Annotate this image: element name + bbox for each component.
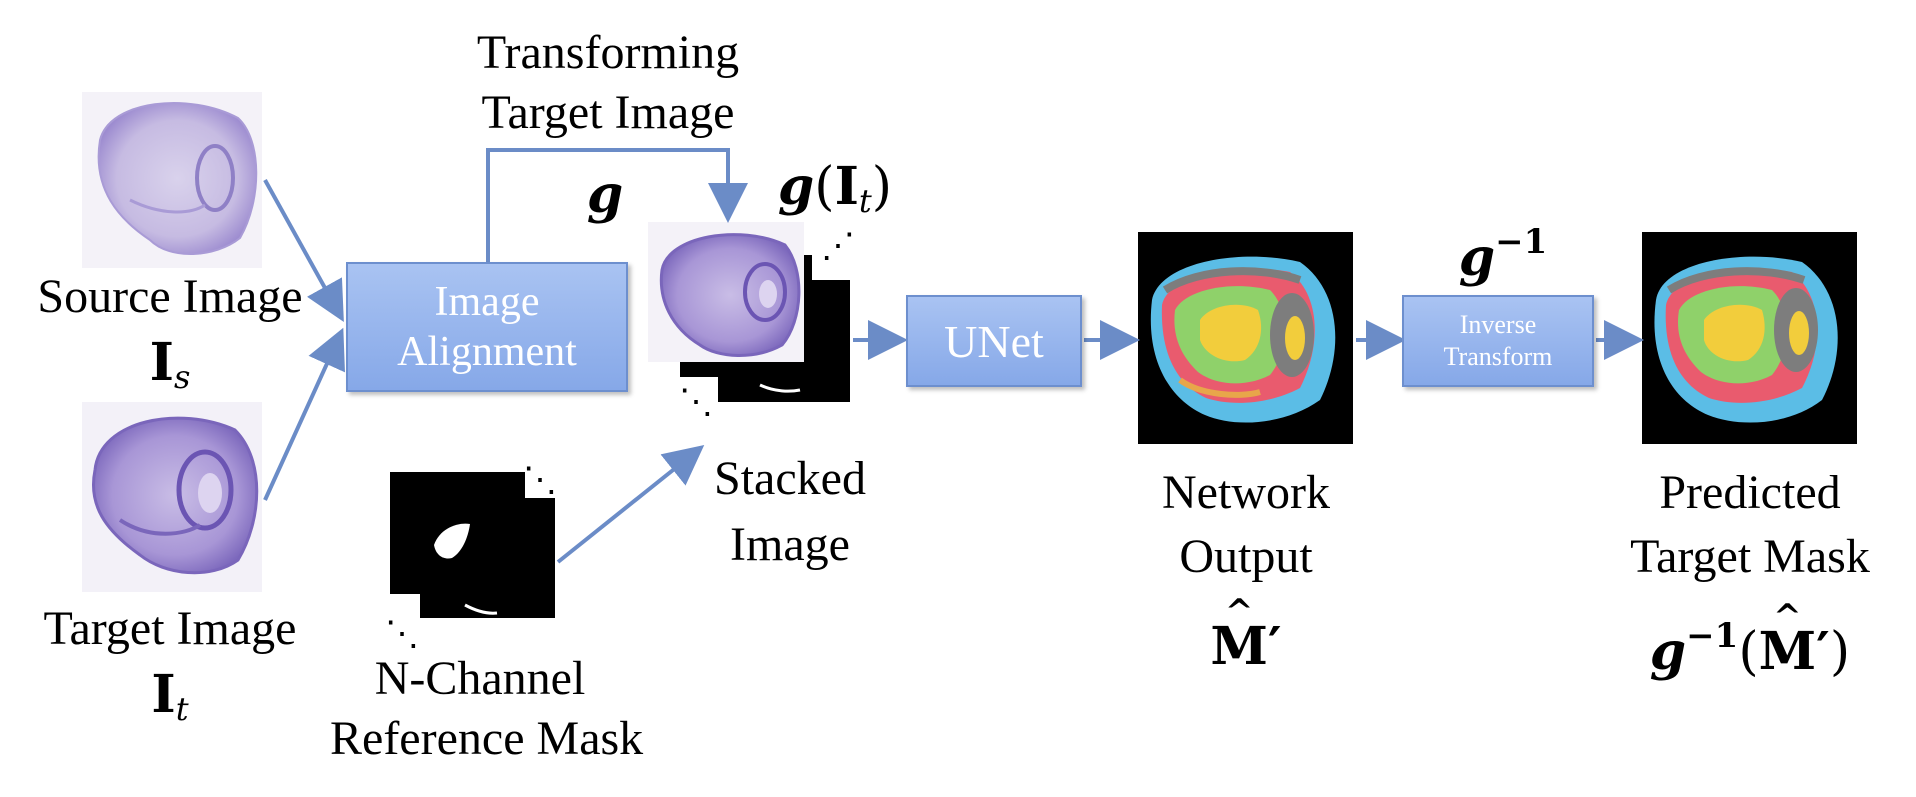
network-M: M: [1210, 616, 1268, 677]
target-image: [82, 402, 262, 592]
network-label-line1: Network: [1162, 466, 1330, 519]
image-alignment-line1: Image: [434, 279, 540, 325]
source-image-symbol: Is: [110, 332, 230, 396]
unet-box: UNet: [906, 295, 1082, 387]
inverse-transform-box: Inverse Transform: [1402, 295, 1594, 387]
network-label-line2: Output: [1179, 530, 1313, 583]
network-prime: ′: [1267, 616, 1282, 677]
network-output-symbol: M′: [1196, 616, 1296, 677]
predicted-label-line2: Target Mask: [1630, 530, 1870, 583]
target-image-label: Target Image: [43, 602, 297, 655]
g-letter: g: [586, 164, 624, 225]
stacked-label-line2: Image: [730, 518, 850, 571]
pred-open: (: [1738, 622, 1759, 682]
target-subscript: t: [175, 690, 189, 728]
g-inverse-g: g: [1458, 227, 1496, 288]
arrow-alignment-to-stacked: [486, 148, 748, 262]
inverse-transform-line1: Inverse: [1459, 310, 1537, 339]
unet-label: UNet: [944, 315, 1044, 367]
stacked-label-line1: Stacked: [714, 452, 866, 505]
target-image-symbol: It: [110, 664, 230, 728]
g-of-it-g: g: [777, 156, 815, 217]
source-subscript: s: [173, 358, 191, 396]
mask-label-line1: N-Channel: [374, 652, 586, 705]
stacked-image: [648, 222, 850, 402]
reference-mask: [390, 472, 555, 618]
network-output-image: [1138, 232, 1353, 444]
g-inverse-symbol: g−1: [1448, 222, 1558, 288]
g-of-it-I: I: [834, 156, 859, 217]
predicted-label-line1: Predicted: [1659, 466, 1841, 519]
pred-prime: ′: [1816, 621, 1830, 682]
pred-sup: −1: [1686, 616, 1739, 656]
mask-label-line2: Reference Mask: [330, 712, 644, 765]
arrow-mask-to-stacked: [556, 445, 705, 564]
pred-close: ): [1829, 622, 1851, 682]
transforming-label-line1: Transforming: [476, 26, 740, 79]
inverse-transform-line2: Transform: [1443, 342, 1553, 371]
arrow-source-to-alignment: [263, 179, 344, 322]
g-symbol: g: [570, 164, 640, 225]
ellipsis-stacked-bottom: ⋰: [679, 382, 713, 422]
ellipsis-mask-top: ⋰: [523, 460, 557, 500]
source-I: I: [149, 332, 174, 393]
predicted-mask-image: [1642, 232, 1857, 444]
g-of-it-open: (: [814, 157, 835, 217]
image-alignment-line2: Alignment: [397, 329, 577, 375]
arrow-target-to-alignment: [263, 327, 345, 501]
g-of-it-close: ): [871, 157, 893, 217]
g-of-it-sub: t: [858, 182, 872, 220]
image-alignment-box: Image Alignment: [346, 262, 628, 392]
arrows: [263, 148, 1644, 564]
target-I: I: [151, 664, 176, 725]
transforming-label-line2: Target Image: [481, 86, 735, 139]
ellipsis-stacked-top: ⋰: [821, 226, 855, 266]
predicted-mask-symbol: g−1(M′): [1630, 616, 1870, 682]
pred-M: M: [1759, 621, 1817, 682]
source-image: [82, 92, 262, 268]
g-inverse-sup: −1: [1495, 222, 1548, 262]
pred-g: g: [1649, 621, 1687, 682]
g-of-it-symbol: g(It): [755, 156, 915, 220]
source-image-label: Source Image: [37, 270, 303, 323]
